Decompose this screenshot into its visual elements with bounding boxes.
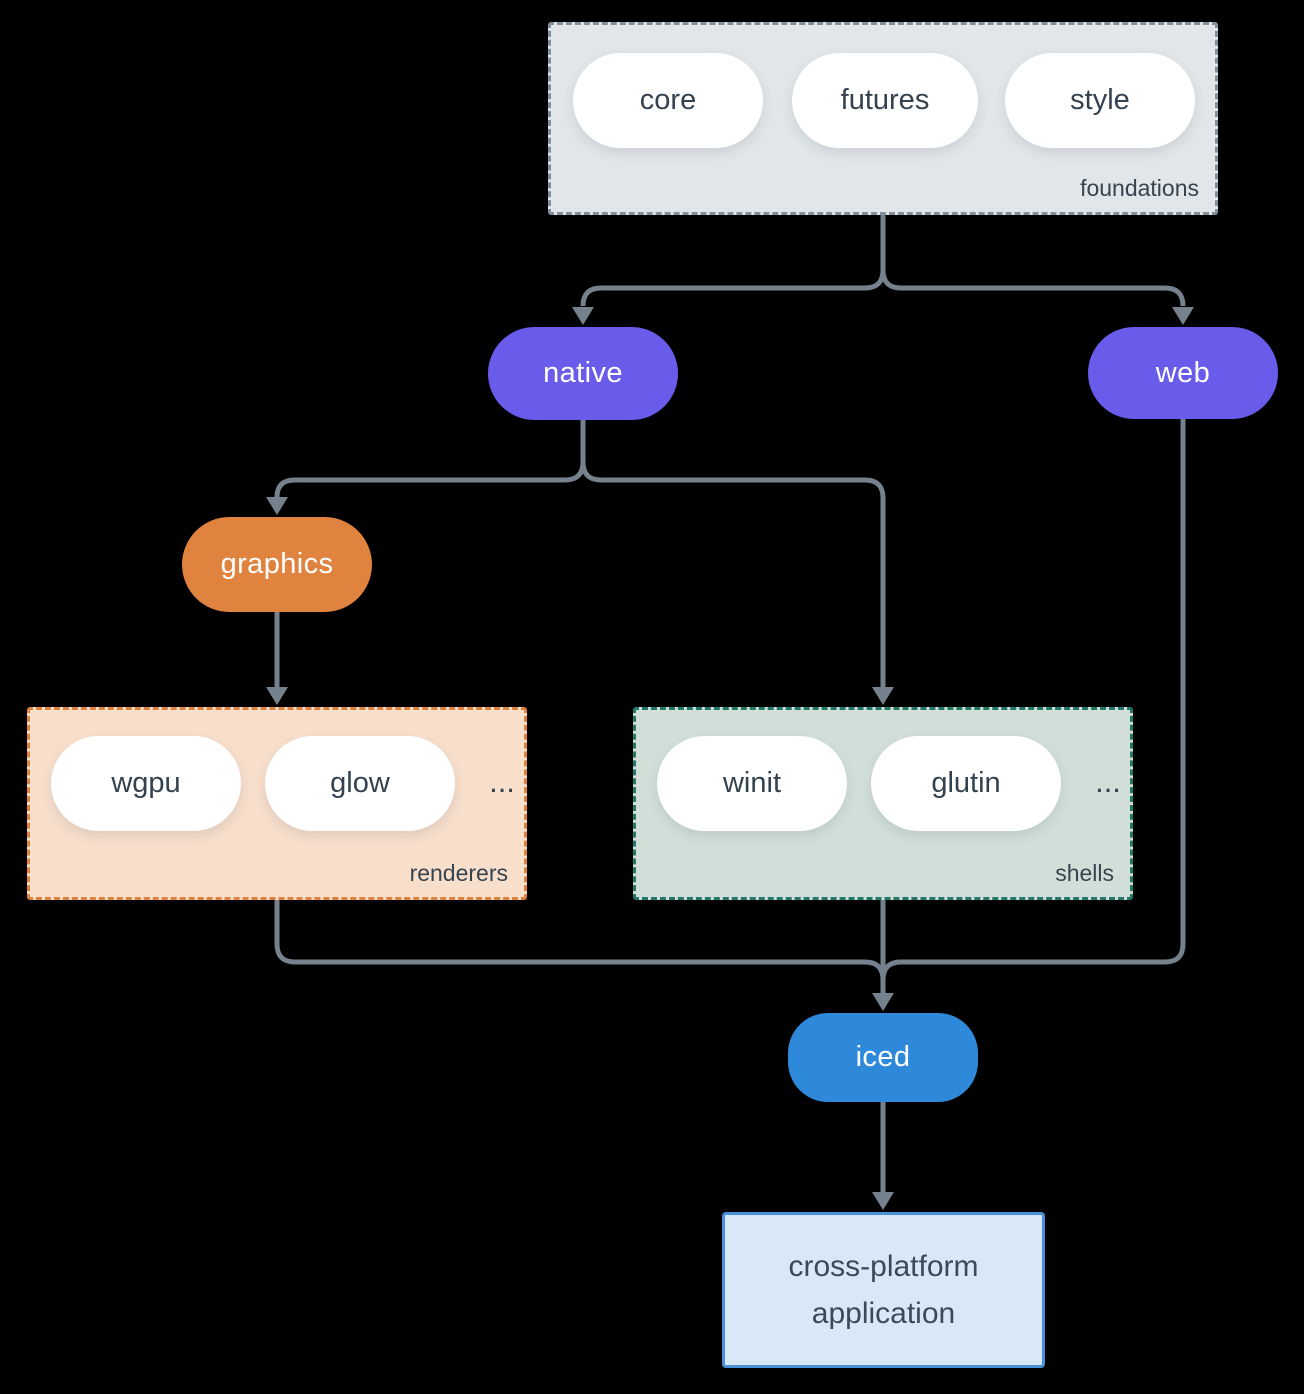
arrowhead-native [572, 307, 594, 325]
renderers-ellipsis: ... [489, 764, 515, 799]
arrowhead-iced [872, 993, 894, 1011]
pill-glutin: glutin [871, 736, 1061, 831]
pill-glutin-label: glutin [931, 767, 1001, 799]
group-renderers: wgpu glow ... renderers [27, 707, 527, 900]
pill-style-label: style [1070, 84, 1130, 116]
pill-glow-label: glow [330, 767, 390, 799]
group-renderers-label: renderers [409, 860, 508, 886]
arrowhead-renderers [266, 687, 288, 705]
node-native-label: native [543, 357, 623, 389]
group-shells: winit glutin ... shells [633, 707, 1133, 900]
pill-core-label: core [639, 84, 697, 116]
node-web: web [1088, 327, 1278, 419]
arrow-native-to-graphics [274, 420, 586, 498]
pill-wgpu: wgpu [51, 736, 241, 831]
pill-wgpu-label: wgpu [111, 767, 181, 799]
line-renderers-to-merge [274, 900, 886, 981]
pill-winit-label: winit [722, 767, 781, 799]
application-label-line1: cross-platform [788, 1250, 979, 1283]
node-graphics-label: graphics [220, 548, 334, 580]
arrow-native-to-shells [580, 420, 886, 687]
shells-ellipsis: ... [1095, 764, 1121, 799]
pill-winit: winit [657, 736, 847, 831]
arrowhead-web [1172, 307, 1194, 325]
node-graphics: graphics [182, 517, 372, 612]
node-iced: iced [788, 1013, 978, 1102]
pill-futures: futures [792, 53, 978, 148]
arrowhead-graphics [266, 497, 288, 515]
pill-style: style [1005, 53, 1195, 148]
group-foundations-label: foundations [1080, 175, 1199, 201]
application-label-line2: application [811, 1297, 956, 1330]
node-native: native [488, 327, 678, 420]
node-cross-platform-application: cross-platform application [722, 1212, 1045, 1368]
arrow-foundations-to-web [880, 215, 1186, 307]
node-web-label: web [1155, 356, 1211, 389]
pill-core: core [573, 53, 763, 148]
pill-glow: glow [265, 736, 455, 831]
node-iced-label: iced [855, 1041, 911, 1073]
group-foundations: core futures style foundations [548, 22, 1218, 215]
arrowhead-shells [872, 687, 894, 705]
arrow-foundations-to-native [580, 215, 886, 307]
group-shells-label: shells [1055, 860, 1114, 886]
pill-futures-label: futures [840, 84, 930, 116]
arrowhead-application [872, 1192, 894, 1210]
